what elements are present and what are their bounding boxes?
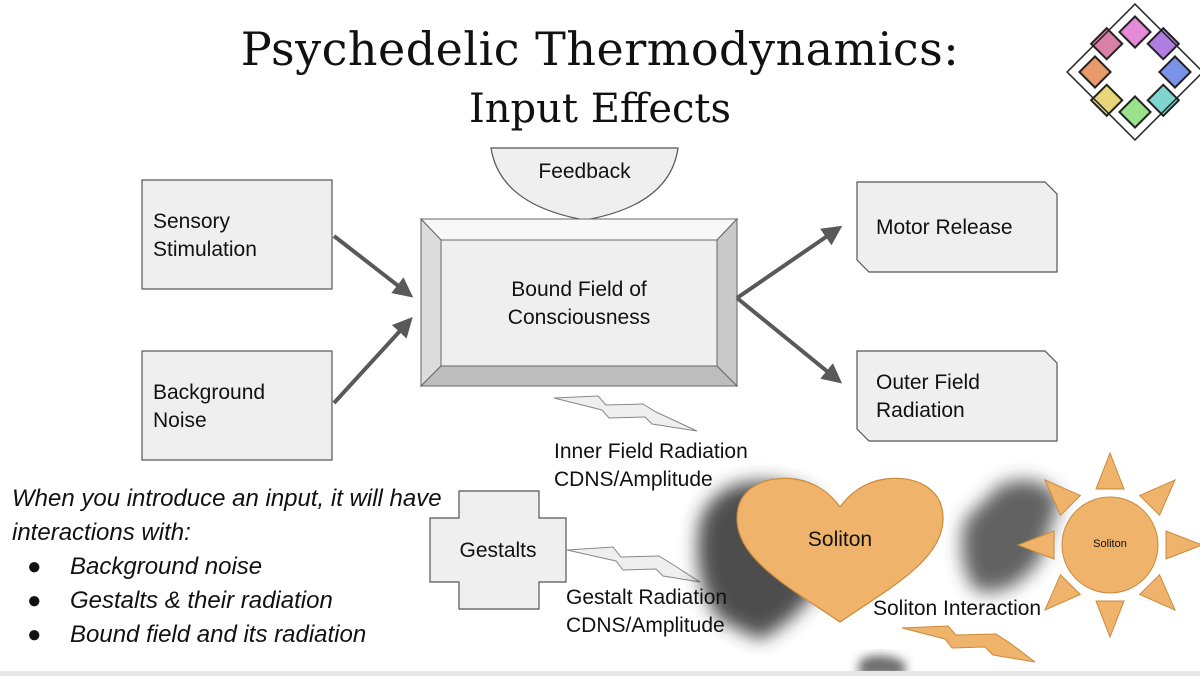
arrow-sensory-to-bound [332, 234, 414, 298]
sun-ray [1095, 600, 1125, 639]
logo-frame [1066, 3, 1200, 141]
logo-tile [1118, 95, 1152, 129]
sun-shadow [961, 480, 1060, 592]
gestalt-radiation-label: Gestalt Radiation CDNS/Amplitude [566, 586, 728, 637]
logo-icon [1066, 3, 1200, 141]
arrow-noise-to-bound [332, 317, 413, 405]
sun-ray [1016, 530, 1055, 560]
notes-block: When you introduce an input, it will hav… [12, 482, 452, 652]
list-item: ● Bound field and its radiation [12, 618, 452, 652]
outer-field-box [856, 350, 1058, 442]
motor-release-box [856, 181, 1058, 273]
arrow-bound-to-outer [735, 296, 843, 384]
bullet-icon: ● [27, 587, 42, 614]
background-noise-box [141, 350, 333, 461]
feedback-label: Feedback [538, 160, 631, 183]
logo-tile [1089, 83, 1124, 118]
notes-lead-text: When you introduce an input, it will hav… [12, 485, 442, 546]
inner-radiation-label: Inner Field Radiation CDNS/Amplitude [554, 440, 748, 491]
logo-tile [1146, 26, 1181, 61]
gestalts-shape [429, 490, 567, 610]
list-item-text: Bound field and its radiation [70, 621, 367, 648]
gestalts-label: Gestalts [459, 539, 537, 562]
bound-field-box [419, 217, 739, 388]
bound-field-label: Bound Field of Consciousness [507, 278, 651, 329]
list-item: ● Gestalts & their radiation [12, 584, 452, 618]
soliton-heart-icon [736, 477, 944, 623]
logo-tile [1089, 26, 1124, 61]
list-item-text: Gestalts & their radiation [70, 587, 333, 614]
outer-field-label: Outer Field Radiation [876, 371, 980, 422]
sun-ray [1043, 478, 1082, 517]
sun-ray [1043, 573, 1082, 612]
notes-list: ● Background noise ● Gestalts & their radi… [12, 550, 452, 652]
sun-ray [1138, 478, 1177, 517]
background-noise-label: Background Noise [153, 381, 266, 432]
logo-tile [1158, 55, 1192, 89]
sun-core [1061, 496, 1159, 594]
soliton-heart-label: Soliton [807, 528, 873, 551]
sun-ray [1165, 530, 1200, 560]
list-item: ● Background noise [12, 550, 452, 584]
page-title: Psychedelic Thermodynamics: [240, 22, 960, 76]
page-subtitle: Input Effects [468, 86, 731, 132]
inner-radiation-bolt-icon [553, 395, 698, 432]
bottom-shadow [858, 655, 905, 676]
bullet-icon: ● [27, 621, 42, 648]
logo-tile [1118, 15, 1152, 49]
soliton-interaction-bolt-icon [901, 625, 1036, 663]
bottom-divider [0, 671, 1200, 676]
motor-release-label: Motor Release [876, 216, 1013, 239]
soliton-sun-label: Soliton [1093, 538, 1127, 550]
arrow-bound-to-motor [735, 225, 843, 300]
gestalt-radiation-bolt-icon [566, 546, 701, 583]
logo-tile [1146, 83, 1181, 118]
logo-tile [1078, 55, 1112, 89]
soliton-interaction-label: Soliton Interaction [873, 597, 1042, 620]
sensory-stimulation-label: Sensory Stimulation [153, 210, 257, 261]
bullet-icon: ● [27, 553, 42, 580]
list-item-text: Background noise [70, 553, 263, 580]
soliton-sun-icon [1016, 451, 1200, 639]
sensory-stimulation-box [141, 179, 333, 290]
sun-ray [1138, 573, 1177, 612]
sun-ray [1095, 451, 1125, 490]
